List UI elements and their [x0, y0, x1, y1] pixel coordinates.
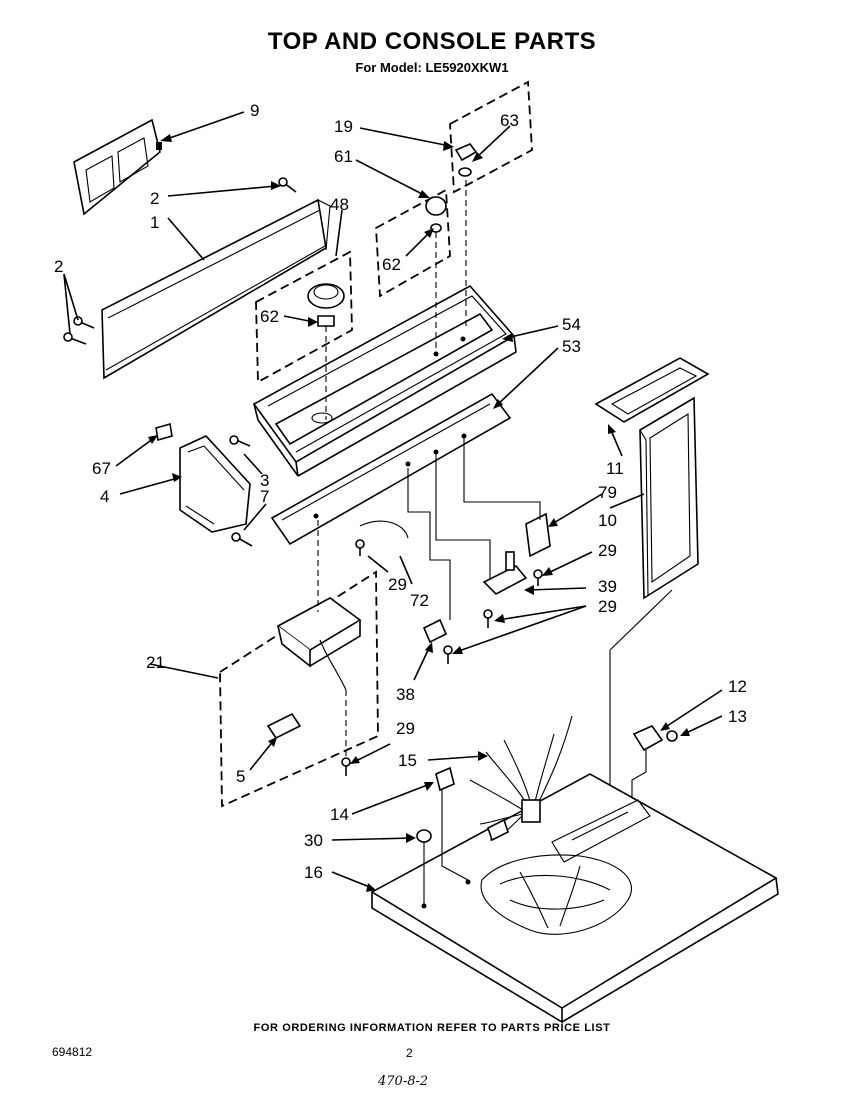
callout-2-left: 2	[54, 257, 63, 276]
callout-38: 38	[396, 685, 415, 704]
callout-63: 63	[500, 111, 519, 130]
part-72-wire	[359, 520, 409, 539]
part-19-knob	[454, 143, 478, 177]
part-12-bracket	[632, 725, 664, 752]
callout-53: 53	[562, 337, 581, 356]
part-16-main-top	[370, 773, 779, 1024]
callout-19: 19	[334, 117, 353, 136]
part-21-timer	[276, 597, 362, 691]
callout-67: 67	[92, 459, 111, 478]
part-38-connector	[422, 618, 448, 644]
callout-29-timer: 29	[396, 719, 415, 738]
callout-labels: 9 2 48 1 2 62 19 63 61 62 54 53 11 67 3 …	[54, 101, 747, 882]
callout-61: 61	[334, 147, 353, 166]
callout-13: 13	[728, 707, 747, 726]
wire-lead-14	[441, 790, 469, 881]
lower-wire-harness	[480, 854, 633, 935]
page-number: 2	[406, 1046, 413, 1060]
part-21-timer-box	[219, 570, 379, 808]
callout-54: 54	[562, 315, 581, 334]
callout-16: 16	[304, 863, 323, 882]
part-13-screw	[666, 730, 678, 742]
callout-12: 12	[728, 677, 747, 696]
callout-14: 14	[330, 805, 349, 824]
part-48-knob-box	[255, 250, 353, 384]
callout-29: 29	[598, 541, 617, 560]
callout-3: 3	[260, 471, 269, 490]
part-53-console-base	[270, 392, 512, 546]
part-4-end-bracket	[155, 422, 253, 547]
part-14-thermostat	[435, 766, 455, 792]
callout-10: 10	[598, 511, 617, 530]
part-15-wire-harness	[469, 715, 573, 842]
callout-29-mid: 29	[388, 575, 407, 594]
callout-1: 1	[150, 213, 159, 232]
callout-72: 72	[410, 591, 429, 610]
document-number: 694812	[52, 1045, 93, 1059]
callout-9: 9	[250, 101, 259, 120]
wire-lead	[631, 750, 647, 800]
callout-30: 30	[304, 831, 323, 850]
part-61-knob	[425, 196, 447, 233]
callout-62-upper: 62	[382, 255, 401, 274]
model-subtitle: For Model: LE5920XKW1	[355, 60, 509, 75]
handwritten-note: 470-8-2	[378, 1074, 429, 1089]
part-10-filter-housing	[639, 396, 699, 600]
part-29-screws	[341, 539, 543, 776]
part-5-clip	[266, 712, 302, 740]
part-48-knob	[307, 283, 345, 327]
page-title: TOP AND CONSOLE PARTS	[267, 28, 597, 55]
part-1-console-panel	[101, 198, 331, 380]
callout-62: 62	[260, 307, 279, 326]
assembly-guide-lines	[317, 180, 673, 826]
part-19-box	[449, 80, 533, 194]
callout-48: 48	[330, 195, 349, 214]
part-79-switch	[525, 512, 551, 558]
callout-11: 11	[606, 459, 624, 478]
ordering-note: FOR ORDERING INFORMATION REFER TO PARTS …	[253, 1022, 611, 1034]
callout-21: 21	[146, 653, 165, 672]
part-11-lint-filter	[594, 357, 710, 423]
callout-7: 7	[260, 487, 269, 506]
callout-5: 5	[236, 767, 245, 786]
callout-2: 2	[150, 189, 159, 208]
part-2-screws	[63, 177, 297, 345]
callout-79: 79	[598, 483, 617, 502]
callout-leaders	[63, 111, 723, 892]
part-9-end-cap	[73, 118, 162, 216]
callout-29-lower: 29	[598, 597, 617, 616]
callout-4: 4	[100, 487, 109, 506]
part-39-bracket	[482, 551, 528, 595]
part-61-box	[375, 188, 451, 298]
callout-39: 39	[598, 577, 617, 596]
part-30-plug	[416, 829, 432, 906]
callout-15: 15	[398, 751, 417, 770]
part-54-console-top	[252, 284, 517, 477]
